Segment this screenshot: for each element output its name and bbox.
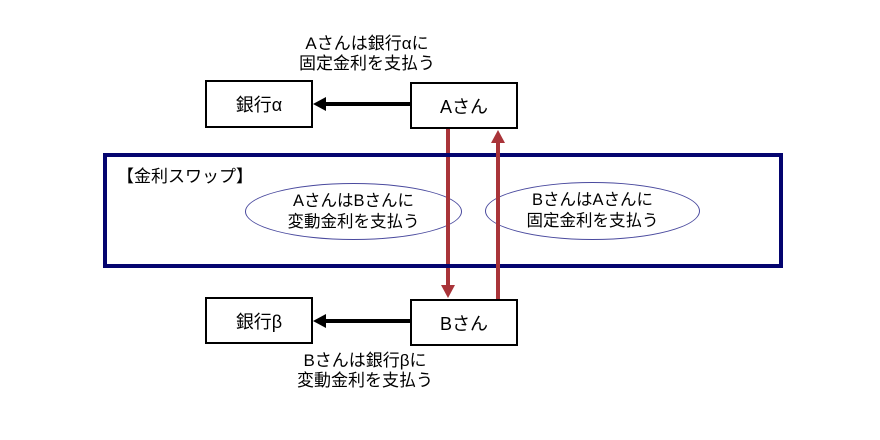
arrowhead-left-icon [313, 314, 326, 328]
arrowhead-down-icon [441, 285, 455, 298]
box-bank-alpha: 銀行α [205, 80, 313, 128]
arrow-shaft [324, 102, 410, 106]
arrow-shaft [446, 129, 450, 286]
ellipse-line: AさんはBさんに [292, 191, 414, 210]
ellipse-a-pays-b-floating: AさんはBさんに 変動金利を支払う [245, 183, 462, 240]
caption-line: 変動金利を支払う [297, 370, 433, 390]
caption-a-pays-bank-alpha: Aさんは銀行αに 固定金利を支払う [267, 34, 467, 73]
swap-container-box: 【金利スワップ】 [103, 153, 783, 268]
ellipse-line: BさんはAさんに [531, 191, 653, 209]
box-person-a-label: Aさん [439, 96, 488, 117]
arrow-a-to-bank-alpha [313, 97, 410, 111]
arrowhead-up-icon [491, 130, 505, 143]
arrow-b-to-a-fixed-rate [491, 130, 505, 299]
box-bank-alpha-label: 銀行α [235, 95, 283, 115]
box-person-b: Bさん [410, 299, 518, 346]
arrow-shaft [496, 142, 500, 299]
box-person-b-label: Bさん [439, 313, 488, 334]
box-bank-beta-label: 銀行β [235, 311, 283, 332]
arrow-a-to-b-floating-rate [441, 129, 455, 298]
ellipse-line: 変動金利を支払う [287, 212, 420, 231]
caption-line: Aさんは銀行αに [305, 34, 429, 53]
caption-b-pays-bank-beta: Bさんは銀行βに 変動金利を支払う [265, 351, 465, 390]
box-bank-beta: 銀行β [205, 297, 313, 344]
swap-box-title: 【金利スワップ】 [117, 167, 253, 186]
caption-line: Bさんは銀行βに [303, 351, 427, 370]
arrow-b-to-bank-beta [313, 314, 410, 328]
arrowhead-left-icon [313, 97, 326, 111]
arrow-shaft [324, 319, 410, 323]
caption-line: 固定金利を支払う [299, 53, 435, 73]
box-person-a: Aさん [410, 82, 518, 129]
ellipse-line: 固定金利を支払う [526, 212, 659, 230]
ellipse-b-pays-a-fixed: BさんはAさんに 固定金利を支払う [485, 182, 700, 240]
